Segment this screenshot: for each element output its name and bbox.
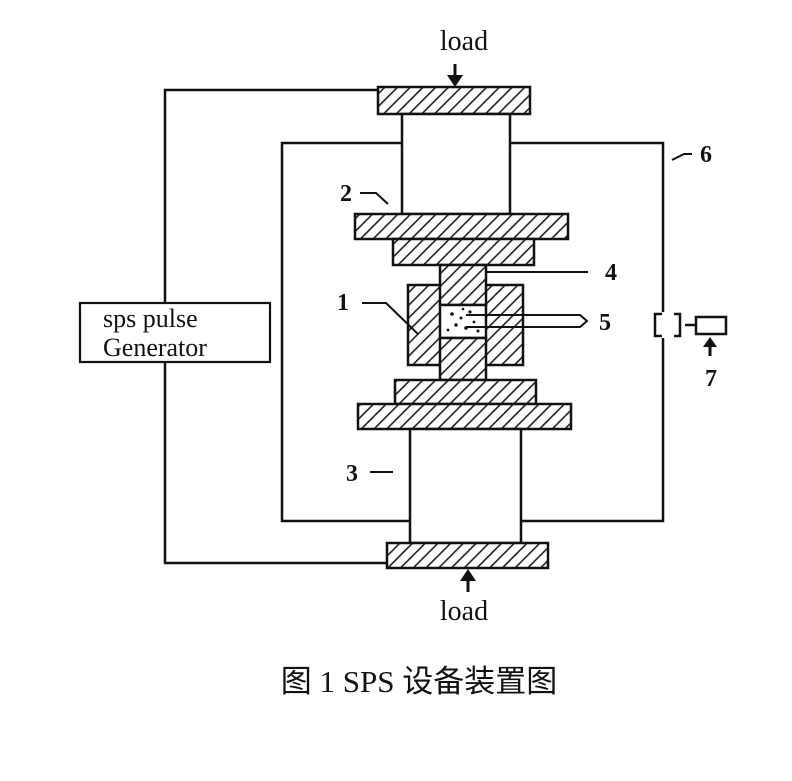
- lower-punch: [438, 336, 488, 382]
- pyrometer-body: [694, 315, 728, 336]
- leader-1: [362, 302, 419, 335]
- bottom-ram: [408, 427, 523, 545]
- pyrometer: [685, 315, 728, 356]
- label-3: 3: [346, 461, 358, 487]
- label-1: 1: [337, 290, 349, 316]
- figure-caption: 图 1 SPS 设备装置图: [281, 664, 557, 699]
- bottom-load-label: load: [440, 596, 488, 627]
- leader-2: [360, 192, 389, 205]
- label-5: 5: [599, 310, 611, 336]
- label-7: 7: [705, 366, 717, 392]
- top-load-arrow-head: [447, 75, 463, 87]
- label-2: 2: [340, 181, 352, 207]
- inner-loop-left-wire: [280, 141, 410, 523]
- sample-powder: [446, 307, 480, 333]
- pyrometer-arrow: [703, 337, 717, 347]
- generator-top-wire: [163, 88, 378, 303]
- label-4: 4: [605, 260, 617, 286]
- top-load-label: load: [440, 26, 488, 57]
- generator-label-line2: Generator: [103, 333, 207, 362]
- window-bracket-left: [653, 312, 662, 338]
- pulse-generator-box: [78, 301, 272, 364]
- top-load-plate: [376, 85, 532, 116]
- leader-6: [671, 153, 692, 161]
- upper-spacer: [391, 237, 536, 267]
- window-bracket-right: [674, 312, 682, 338]
- lower-spacer: [393, 378, 538, 406]
- generator-bottom-wire: [163, 362, 387, 565]
- bottom-load-arrow-head: [460, 569, 476, 581]
- upper-punch: [438, 263, 488, 307]
- leader-5: [466, 314, 589, 328]
- lower-electrode-plate: [356, 402, 573, 431]
- load-arrows: [447, 64, 476, 592]
- leader-lines: [360, 153, 692, 473]
- bottom-load-plate: [385, 541, 550, 570]
- top-ram: [400, 112, 512, 216]
- label-6: 6: [700, 142, 712, 168]
- upper-electrode-plate: [353, 212, 570, 241]
- chamber-wire: [510, 141, 665, 523]
- generator-label-line1: sps pulse: [103, 304, 198, 333]
